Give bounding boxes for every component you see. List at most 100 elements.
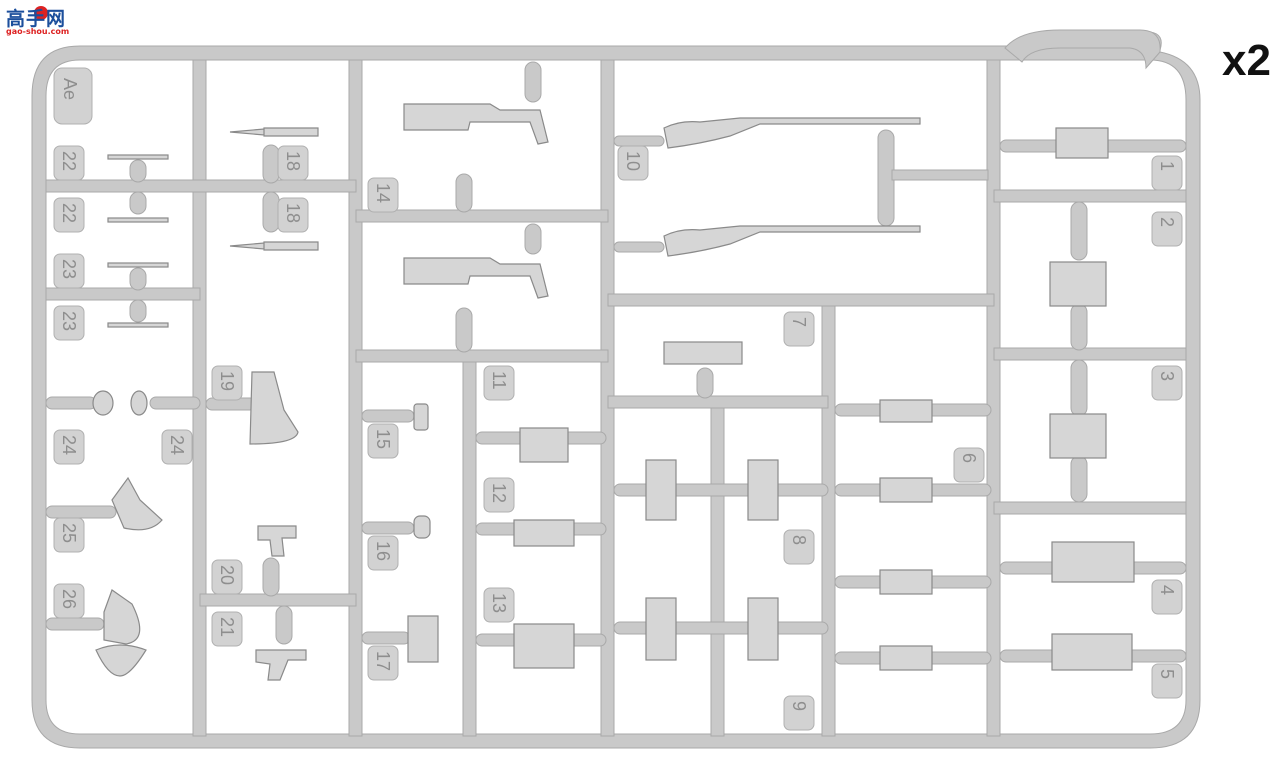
part-23-bayonet-mount [107,262,169,328]
part-9-pouch-a [645,597,677,661]
gate-16 [361,521,415,535]
part-number-label: 3 [1157,371,1177,381]
gate-14-top [524,61,542,103]
part-10-rifle-top [663,117,921,149]
gate-3b [1070,455,1088,503]
part-24-ring-right [130,390,148,416]
runner-h10 [993,501,1187,515]
part-number-label: 6 [959,453,979,463]
part-number-label: 16 [373,541,393,561]
part-number-tab [53,197,85,233]
runner-h5 [355,349,609,363]
gate-25 [45,505,117,519]
part-6-pouch-a [879,399,933,423]
gate-22b [129,191,147,215]
part-number-tab [1151,211,1183,247]
gate-7 [696,367,714,399]
part-number-tab [483,477,515,513]
gate-24b [149,396,201,410]
part-number-label: 22 [59,151,79,171]
gate-23a [129,267,147,291]
gate-10-bar [891,169,989,181]
part-number-label: 11 [489,371,509,390]
gate-15 [361,409,415,423]
part-number-label: 19 [217,371,237,391]
part-4-panel [1051,541,1135,583]
part-21-revolver [255,649,307,681]
gate-10b [613,241,665,253]
sprue-handle [1004,29,1161,70]
runner-h8 [993,189,1187,203]
part-1-binoculars [1055,127,1109,159]
part-number-label: 18 [283,203,303,223]
part-18-bayonet-top [229,127,319,137]
part-14-mp40-top [403,103,549,145]
part-12-ammo-pouch [513,519,575,547]
part-number-label: 23 [59,259,79,279]
part-5-panel [1051,633,1133,671]
part-number-tab [783,695,815,731]
part-number-tab [161,429,193,465]
part-number-label: 1 [1157,161,1177,171]
gate-18b [262,191,280,233]
part-number-tab [1151,579,1183,615]
part-17-pouch [407,615,439,663]
gate-2b [1070,303,1088,351]
part-number-tab [617,145,649,181]
part-number-label: 8 [789,535,809,545]
part-11-ammo-pouch [519,427,569,463]
part-number-tab [53,429,85,465]
gate-10 [613,135,665,147]
part-8-pouch-b [747,459,779,521]
part-number-tab [1151,155,1183,191]
part-number-label: 10 [623,151,643,171]
part-2-map-case [1049,261,1107,307]
gate-26 [45,617,105,631]
part-number-tab [211,611,243,647]
part-number-label: 20 [217,565,237,585]
part-15-buckle [413,403,429,431]
runner-v5 [462,361,477,737]
part-number-label: 13 [489,593,509,613]
runner-v4 [986,59,1001,737]
gate-23b [129,299,147,323]
part-number-label: 18 [283,151,303,171]
part-14-mp40-bottom [403,257,549,299]
part-6-pouch-c [879,569,933,595]
part-number-label: 23 [59,311,79,331]
part-8-pouch-a [645,459,677,521]
site-watermark-logo: 高手网 gao-shou.com [6,4,70,38]
gate-18a [262,144,280,184]
part-number-label: 21 [217,617,237,637]
part-number-label: 9 [789,701,809,711]
part-number-tab [53,583,85,619]
part-number-tab [783,529,815,565]
part-9-pouch-b [747,597,779,661]
runner-h9 [993,347,1187,361]
part-number-tab [1151,663,1183,699]
part-3-gas-mask-case [1049,413,1107,459]
gate-14-post [455,173,473,213]
part-number-tab [483,365,515,401]
part-24-ring-left [92,390,114,416]
part-number-tab [53,305,85,341]
watermark-subtitle: gao-shou.com [6,27,70,36]
part-number-tab [783,311,815,347]
runner-h4 [355,209,609,223]
part-number-tab [53,253,85,289]
watermark-badge-icon [34,6,48,20]
part-number-label: 2 [1157,217,1177,227]
part-number-label: 22 [59,203,79,223]
part-26-helmet [95,589,147,677]
runner-v7 [821,303,836,737]
part-number-tab [1151,365,1183,401]
runner-h1 [45,179,357,193]
part-number-tab [277,145,309,181]
part-7-bracket [663,341,743,365]
part-number-tab [367,423,399,459]
part-16-buckle [413,515,431,539]
gate-14b-top [524,223,542,255]
part-number-label: 14 [373,183,393,203]
part-number-label: 24 [167,435,187,455]
